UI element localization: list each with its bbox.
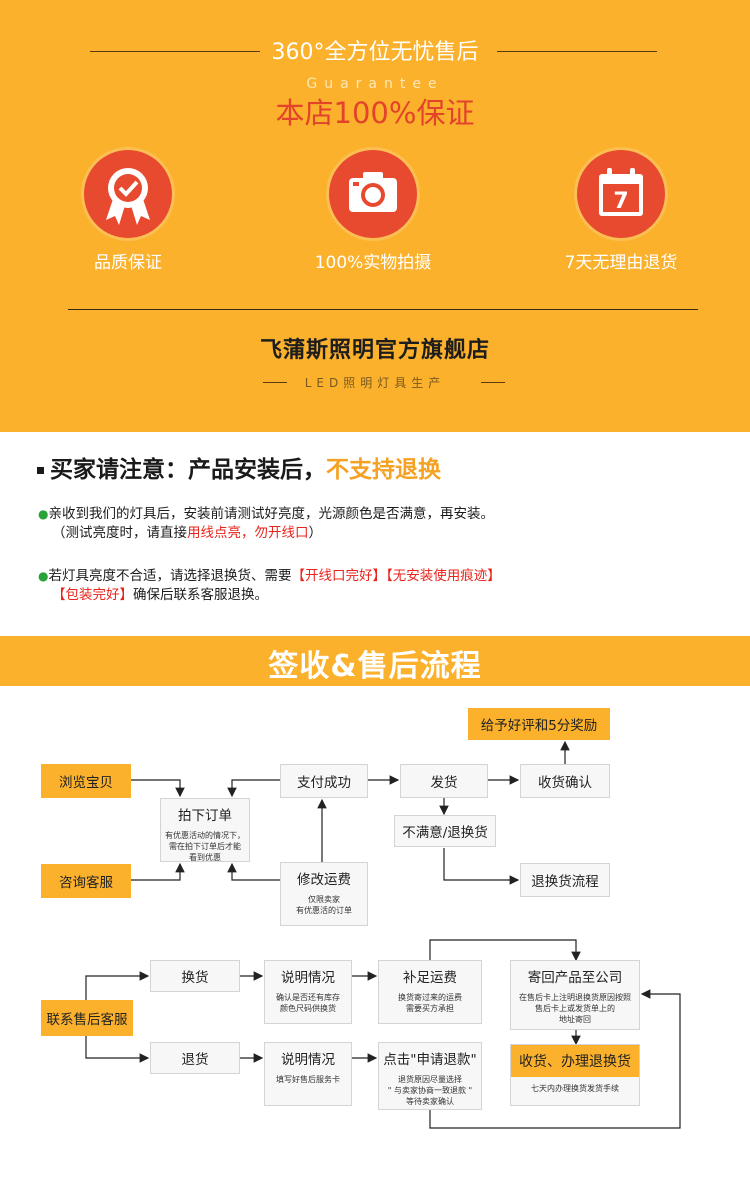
flow-process-return: 收货、办理退换货 七天内办理换货发货手续 bbox=[510, 1044, 640, 1106]
flow-reward: 给予好评和5分奖励 bbox=[468, 708, 610, 740]
title-rule-left bbox=[90, 51, 260, 52]
store-tagline: LED照明灯具生产 bbox=[304, 376, 446, 390]
flow-apply-note: 退货原因尽量选择" 与卖家协商一致退款 "等待卖家确认 bbox=[387, 1075, 473, 1106]
store-divider bbox=[68, 309, 698, 310]
notice-title: 买家请注意：产品安装后，不支持退换 bbox=[37, 450, 441, 484]
rosette-check-icon bbox=[84, 150, 172, 238]
green-dot-icon: ● bbox=[38, 569, 49, 583]
flow-modify: 修改运费 仅限卖家有优惠活的订单 bbox=[280, 862, 368, 926]
flow-browse: 浏览宝贝 bbox=[41, 764, 131, 798]
flow-process-return-label: 收货、办理退换货 bbox=[511, 1045, 639, 1077]
banner-subtitle: Guarantee bbox=[306, 76, 444, 92]
flow-unhappy: 不满意/退换货 bbox=[394, 815, 496, 847]
badge-label-quality: 品质保证 bbox=[94, 253, 162, 273]
flow-explain-refund: 说明情况 填写好售后服务卡 bbox=[264, 1042, 352, 1106]
flow-send-back: 寄回产品至公司 在售后卡上注明退换货原因按照售后卡上或发货单上的地址寄回 bbox=[510, 960, 640, 1030]
badge-label-return: 7天无理由退货 bbox=[564, 253, 678, 273]
tagline-rule-left bbox=[263, 382, 287, 383]
bullet-square bbox=[37, 467, 44, 474]
flow-apply-refund: 点击"申请退款" 退货原因尽量选择" 与卖家协商一致退款 "等待卖家确认 bbox=[378, 1042, 482, 1110]
notice-p1-line1: ●亲收到我们的灯具后，安装前请测试好亮度，光源颜色是否满意，再安装。 bbox=[38, 506, 494, 522]
banner-headline: 本店100%保证 bbox=[275, 96, 475, 130]
flow-contact-service: 联系售后客服 bbox=[41, 1000, 133, 1036]
camera-icon bbox=[329, 150, 417, 238]
guarantee-banner: 360°全方位无忧售后 Guarantee 本店100%保证 品质保证 100%… bbox=[0, 0, 750, 432]
title-rule-right bbox=[497, 51, 657, 52]
flow-receive: 收货确认 bbox=[520, 764, 610, 798]
calendar-7-icon: 7 bbox=[577, 150, 665, 238]
flow-explain-exchange: 说明情况 确认是否还有库存颜色尺码供换货 bbox=[264, 960, 352, 1024]
flow-pay: 支付成功 bbox=[280, 764, 368, 798]
badge-label-photo: 100%实物拍摄 bbox=[314, 253, 432, 273]
flow-send-back-note: 在售后卡上注明退换货原因按照售后卡上或发货单上的地址寄回 bbox=[519, 993, 631, 1024]
flow-explain-refund-note: 填写好售后服务卡 bbox=[276, 1075, 340, 1084]
green-dot-icon: ● bbox=[38, 507, 49, 521]
flow-refund: 退货 bbox=[150, 1042, 240, 1074]
flow-consult: 咨询客服 bbox=[41, 864, 131, 898]
flow-order: 拍下订单 有优惠活动的情况下，需在拍下订单后才能看到优惠 bbox=[160, 798, 250, 862]
flow-explain-exchange-note: 确认是否还有库存颜色尺码供换货 bbox=[276, 993, 340, 1013]
flow-return-process: 退换货流程 bbox=[520, 863, 610, 897]
flow-title: 签收&售后流程 bbox=[268, 649, 482, 684]
flow-topup-note: 换货寄过来的运费需要买方承担 bbox=[398, 993, 462, 1013]
flow-exchange: 换货 bbox=[150, 960, 240, 992]
notice-p1-line2: （测试亮度时，请直接用线点亮，勿开线口） bbox=[52, 525, 322, 541]
notice-p2-line1: ●若灯具亮度不合适，请选择退换货、需要【开线口完好】【无安装使用痕迹】 bbox=[38, 568, 501, 584]
flow-topup-shipping: 补足运费 换货寄过来的运费需要买方承担 bbox=[378, 960, 482, 1024]
flow-process-note: 七天内办理换货发货手续 bbox=[531, 1084, 619, 1093]
banner-title: 360°全方位无忧售后 bbox=[271, 40, 479, 65]
notice-highlight: 不支持退换 bbox=[326, 457, 441, 483]
flow-modify-note: 仅限卖家有优惠活的订单 bbox=[296, 895, 352, 915]
store-name: 飞蒲斯照明官方旗舰店 bbox=[259, 338, 490, 363]
flow-ship: 发货 bbox=[400, 764, 488, 798]
flow-order-note: 有优惠活动的情况下，需在拍下订单后才能看到优惠 bbox=[165, 831, 245, 862]
flow-section-bar: 签收&售后流程 bbox=[0, 636, 750, 686]
tagline-rule-right bbox=[481, 382, 505, 383]
calendar-number: 7 bbox=[613, 189, 628, 214]
notice-p2-line2: 【包装完好】确保后联系客服退换。 bbox=[52, 587, 268, 603]
